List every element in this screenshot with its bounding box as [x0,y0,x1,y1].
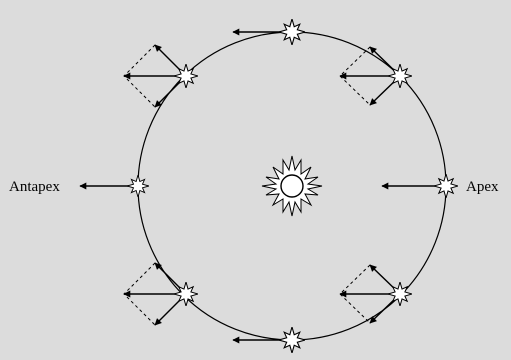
antapex-label: Antapex [9,179,60,195]
apex-label: Apex [466,179,499,195]
